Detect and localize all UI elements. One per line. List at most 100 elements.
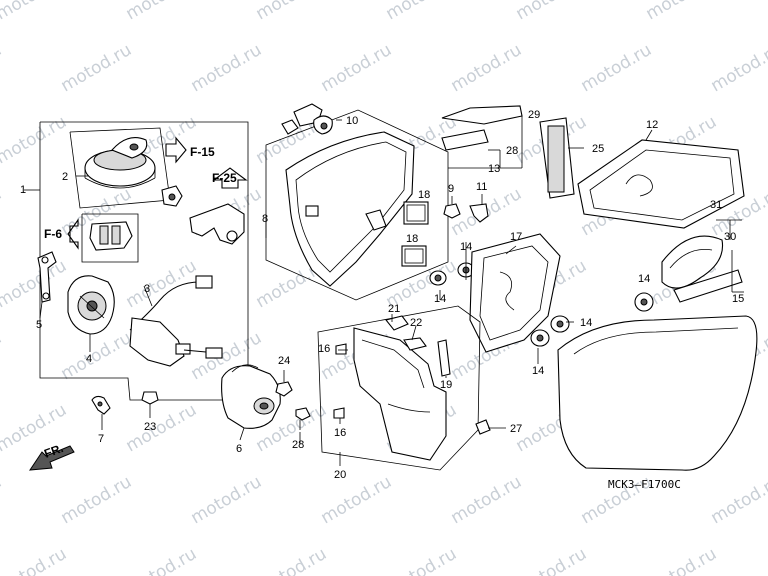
watermark-text: motod.ru <box>58 472 136 528</box>
callout-28b: 28 <box>292 439 304 451</box>
callout-23: 23 <box>144 421 156 433</box>
seat-cushion <box>89 221 133 251</box>
callout-4: 4 <box>86 353 92 365</box>
strip-29 <box>441 105 523 125</box>
side-cover-15 <box>557 315 758 471</box>
clip-11 <box>469 203 489 223</box>
callout-30: 30 <box>724 231 736 243</box>
callout-31: 31 <box>710 199 722 211</box>
watermark-text: motod.ru <box>318 472 396 528</box>
callout-labels: 1 2 3 4 5 6 7 8 9 10 11 12 13 14 14 14 1… <box>20 109 744 491</box>
callout-29: 29 <box>528 109 540 121</box>
callout-28a: 28 <box>506 145 518 157</box>
watermark-text: motod.ru <box>383 0 461 24</box>
watermark-text: motod.ru <box>123 256 201 312</box>
grip-housing <box>221 365 281 429</box>
callout-21: 21 <box>388 303 400 315</box>
watermark-text: motod.ru <box>253 0 331 24</box>
watermark-text: motod.ru <box>123 0 201 24</box>
strip-28 <box>441 129 489 151</box>
emblem-18b <box>401 245 427 267</box>
group-1-outline <box>39 121 249 401</box>
callout-25: 25 <box>592 143 604 155</box>
callout-14e: 14 <box>638 273 650 285</box>
toolbox <box>353 327 447 461</box>
ignition-group <box>24 121 293 471</box>
arrow-f15 <box>165 136 187 164</box>
band-21 <box>385 315 409 331</box>
watermark-text: motod.ru <box>253 544 331 576</box>
callout-13: 13 <box>488 163 500 175</box>
rod-19 <box>437 339 451 377</box>
watermark-text: motod.ru <box>513 544 591 576</box>
bracket-5 <box>37 251 57 303</box>
watermark-text: motod.ru <box>643 0 721 24</box>
callout-7: 7 <box>98 433 104 445</box>
watermark-text: motod.ru <box>0 544 70 576</box>
watermark-text: motod.ru <box>448 472 526 528</box>
watermark-text: motod.ru <box>0 256 70 312</box>
callout-1: 1 <box>20 184 26 196</box>
callout-14c: 14 <box>532 365 544 377</box>
watermark-text: motod.ru <box>0 472 5 528</box>
watermark-text: motod.ru <box>578 40 656 96</box>
callout-8: 8 <box>262 213 268 225</box>
callout-14d: 14 <box>580 317 592 329</box>
watermark-text: motod.ru <box>448 40 526 96</box>
callout-27: 27 <box>510 423 522 435</box>
watermark-text: motod.ru <box>0 0 70 24</box>
nut-9 <box>443 203 461 219</box>
watermark-text: motod.ru <box>58 40 136 96</box>
watermark-text: motod.ru <box>188 40 266 96</box>
watermark-text: motod.ru <box>0 328 5 384</box>
watermark-text: motod.ru <box>188 472 266 528</box>
callout-22: 22 <box>410 317 422 329</box>
diagram-code: MCK3—F1700C <box>608 478 681 491</box>
callout-6: 6 <box>236 443 242 455</box>
front-label: FR. <box>42 441 65 461</box>
watermark-text: motod.ru <box>513 0 591 24</box>
harness-connector <box>129 317 185 367</box>
watermark-text: motod.ru <box>643 544 721 576</box>
watermark-text: motod.ru <box>0 184 5 240</box>
callout-19: 19 <box>440 379 452 391</box>
callout-15: 15 <box>732 293 744 305</box>
callout-3: 3 <box>144 283 150 295</box>
center-group <box>265 103 584 471</box>
right-group <box>557 139 758 471</box>
callout-14b: 14 <box>460 241 472 253</box>
callout-5: 5 <box>36 319 42 331</box>
watermark-text: motod.ru <box>0 112 70 168</box>
bolt-27 <box>475 419 491 435</box>
watermark-text: motod.ru <box>318 40 396 96</box>
callout-20: 20 <box>334 469 346 481</box>
callout-16b: 16 <box>334 427 346 439</box>
callout-18b: 18 <box>406 233 418 245</box>
bolt-24 <box>275 381 293 397</box>
clip-22 <box>403 337 427 351</box>
watermark-text: motod.ru <box>708 472 768 528</box>
callout-12: 12 <box>646 119 658 131</box>
ref-f25: F-25 <box>212 171 237 185</box>
watermark-text: motod.ru <box>383 544 461 576</box>
side-cover-inner <box>285 131 415 287</box>
callout-24: 24 <box>278 355 290 367</box>
callout-9: 9 <box>448 183 454 195</box>
screw-23 <box>141 391 159 405</box>
emblem-18a <box>403 201 429 225</box>
callout-14a: 14 <box>434 293 446 305</box>
emblem-honda <box>673 269 743 303</box>
callout-17: 17 <box>510 231 522 243</box>
gasket-17 <box>469 233 561 353</box>
arrow-f25 <box>212 167 248 189</box>
ref-f6: F-6 <box>44 227 62 241</box>
watermark-text: motod.ru <box>58 328 136 384</box>
watermark-text: motod.ru <box>708 40 768 96</box>
leader-lines <box>39 119 744 466</box>
front-arrow <box>29 445 75 471</box>
watermark-text: motod.ru <box>123 544 201 576</box>
bolt-28 <box>295 407 311 421</box>
watermark-text: motod.ru <box>123 400 201 456</box>
f6-frame <box>81 213 139 263</box>
